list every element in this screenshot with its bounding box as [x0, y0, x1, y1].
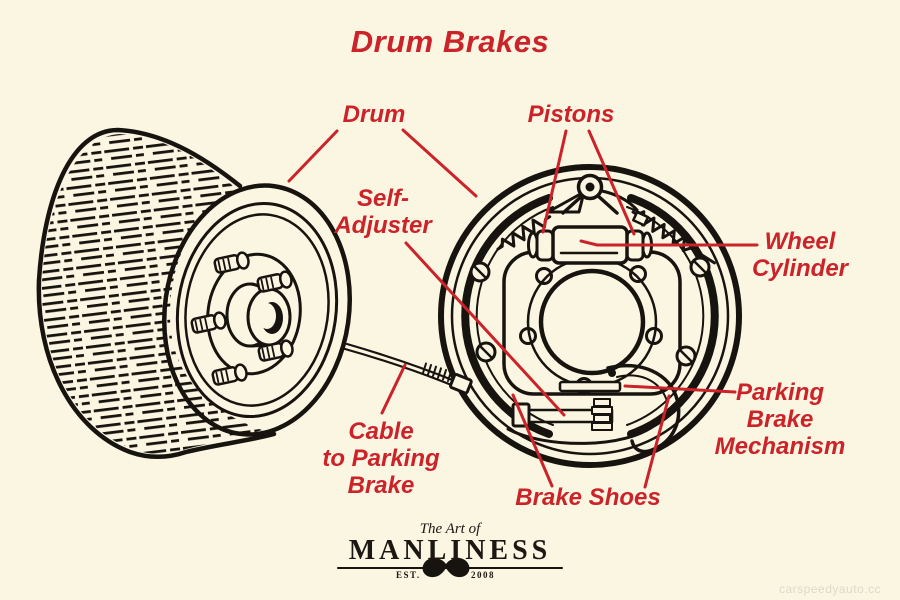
- label-self-adjuster: Self- Adjuster: [334, 185, 432, 239]
- label-parking-brake-mechanism: Parking Brake Mechanism: [714, 379, 846, 460]
- leader-lines: [287, 128, 759, 489]
- plate-screw: [689, 256, 711, 278]
- drum-leader-right: [401, 128, 478, 198]
- wheel-stud: [211, 363, 248, 386]
- axle-hole: [538, 268, 646, 376]
- wheel-cylinder-leader: [579, 239, 759, 247]
- logo-name: MANLINESS: [348, 535, 552, 566]
- plate-screw: [475, 341, 497, 363]
- assembly-inner-rim: [450, 176, 730, 456]
- logo-graphics: [337, 558, 563, 578]
- label-brake-shoes: Brake Shoes: [515, 484, 661, 511]
- brake-shoes-leader-right: [643, 394, 671, 489]
- wheel-stud: [213, 251, 250, 274]
- plate-screw: [469, 261, 491, 283]
- drum-face-ring: [175, 201, 339, 419]
- logo-tagline: The Art of: [419, 521, 481, 537]
- bolt-hole: [519, 327, 537, 345]
- parking-brake-strut: [558, 380, 622, 393]
- bleeder-screw: [632, 210, 650, 227]
- logo-established-label: EST.: [396, 570, 421, 580]
- cable-coil: [422, 362, 452, 382]
- parking-brake-leader: [623, 384, 737, 394]
- drum-side-wall-hatching: [41, 134, 262, 454]
- pistons-leader-right: [587, 129, 636, 236]
- brake-drum-drawing: [36, 127, 353, 460]
- label-pistons: Pistons: [527, 101, 615, 128]
- logo-established-year: 2008: [471, 570, 495, 580]
- drum-leader-left: [287, 129, 339, 183]
- self-adjuster-leader: [404, 241, 566, 417]
- pistons-leader-left: [541, 129, 568, 234]
- bolt-hole: [645, 327, 663, 345]
- drum-center-hole-highlight: [258, 303, 276, 329]
- brake-shoe-left: [461, 194, 553, 438]
- bolt-hole: [535, 267, 553, 285]
- drum-outline: [36, 127, 277, 460]
- bolt-hole: [629, 265, 647, 283]
- wheel-stud: [256, 270, 293, 293]
- label-drum: Drum: [342, 101, 406, 128]
- watermark-text: carspeedyauto.cc: [779, 582, 882, 596]
- drum-face-inner-ring: [184, 213, 330, 407]
- brake-shoe-right: [627, 194, 719, 438]
- page-title: Drum Brakes: [350, 24, 550, 59]
- cable-leader: [380, 363, 407, 415]
- anchor-pin: [546, 173, 639, 215]
- piston-boot-left: [535, 229, 555, 262]
- lever-pivot: [608, 369, 616, 377]
- parking-brake-cable-drawing: [343, 342, 473, 395]
- self-adjuster-mechanism: [506, 398, 658, 445]
- wheel-stud: [190, 311, 227, 334]
- cable-fitting: [448, 372, 473, 395]
- lower-shoe-bridge: [506, 422, 658, 445]
- plate-screw: [675, 345, 697, 367]
- wheel-stud: [257, 339, 294, 362]
- parking-brake-lever: [606, 363, 681, 454]
- assembly-outer-rim: [438, 164, 742, 468]
- label-cable-to-parking-brake: Cable to Parking Brake: [322, 418, 440, 499]
- parking-brake-mechanism-drawing: [558, 363, 681, 454]
- drum-face-outer-ring: [161, 183, 353, 437]
- mustache-icon: [422, 558, 470, 578]
- brake-shoes-leader-left: [511, 393, 554, 488]
- art-of-manliness-logo: The Art of MANLINESS: [320, 522, 580, 565]
- brake-assembly-drawing: [438, 164, 742, 468]
- label-wheel-cylinder: Wheel Cylinder: [751, 228, 849, 282]
